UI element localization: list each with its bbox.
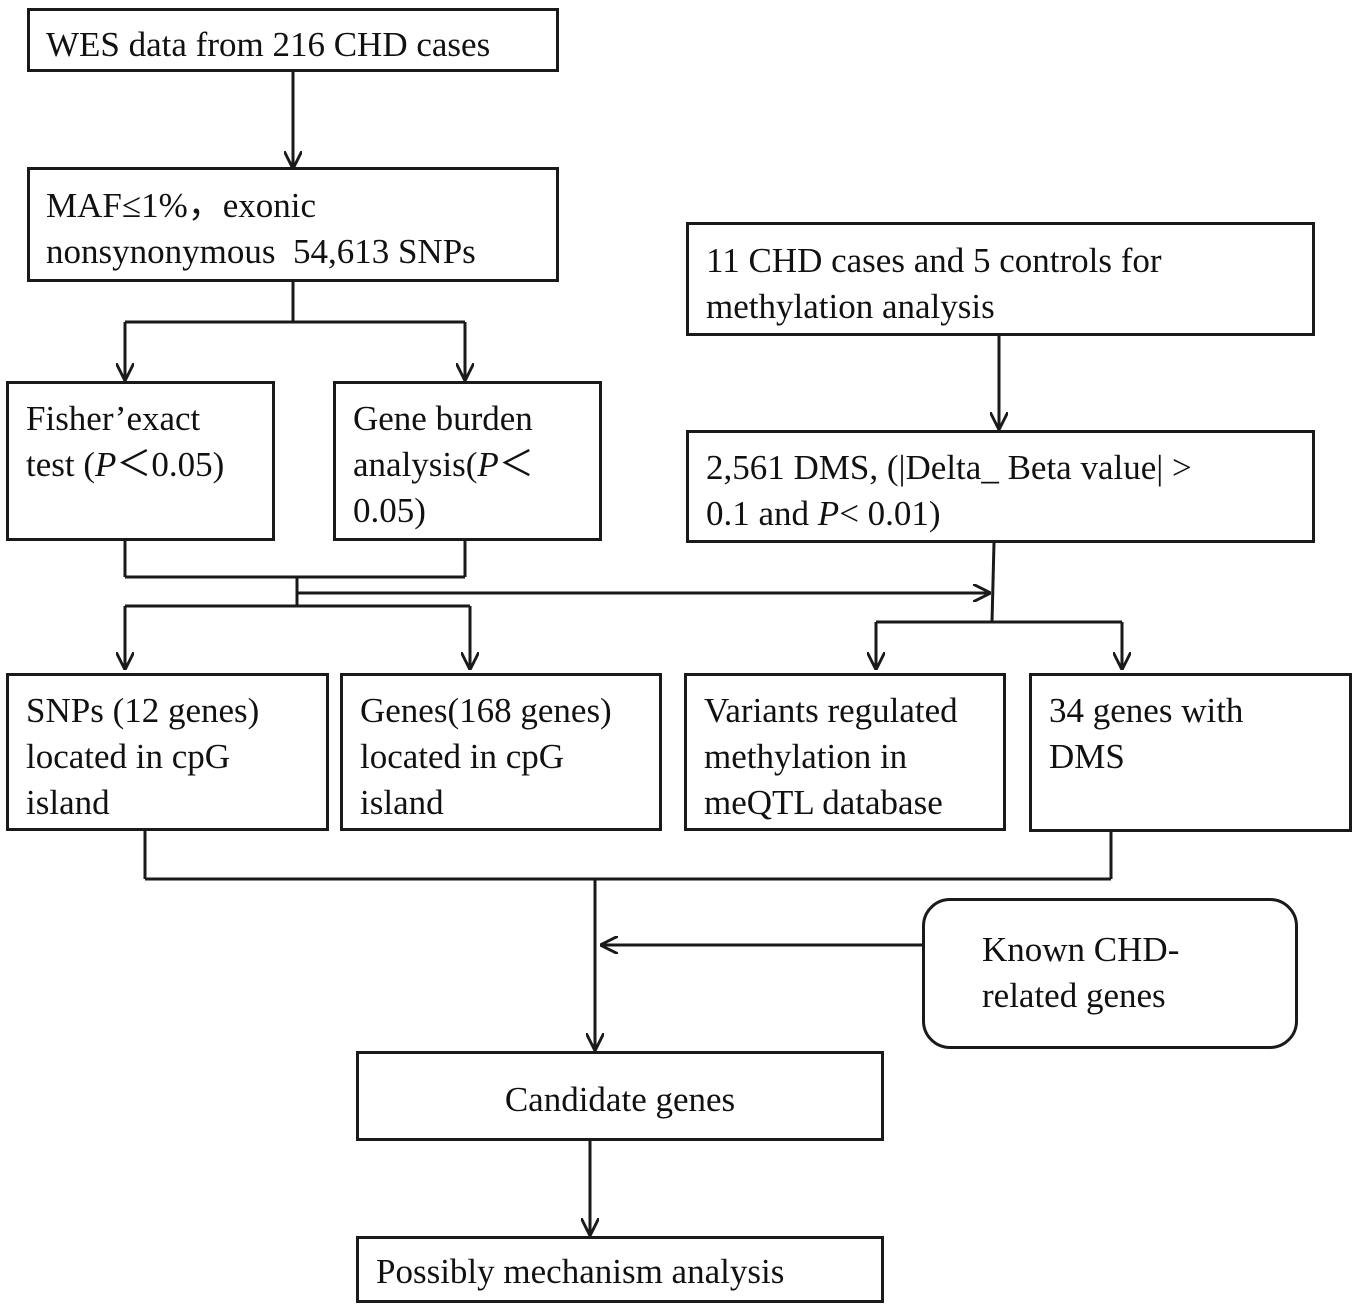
dms-box: 2,561 DMS, (|Delta_ Beta value| > 0.1 an… xyxy=(686,430,1315,543)
mechanism-analysis-box: Possibly mechanism analysis xyxy=(356,1236,884,1303)
known-chd-genes-line1: Known CHD- xyxy=(982,930,1180,969)
gene-burden-line2: analysis(P＜ xyxy=(353,445,534,484)
wes-data-text: WES data from 216 CHD cases xyxy=(46,25,491,64)
line-dms-down xyxy=(990,542,996,623)
known-chd-genes-line2: related genes xyxy=(982,976,1166,1015)
methylation-samples-line1: 11 CHD cases and 5 controls for xyxy=(706,241,1162,280)
snps-cpg-line3: island xyxy=(26,783,110,822)
candidate-genes-box: Candidate genes xyxy=(356,1051,884,1141)
candidate-genes-text: Candidate genes xyxy=(504,1080,736,1119)
variants-meqtl-box: Variants regulated methylation in meQTL … xyxy=(684,673,1006,831)
known-chd-genes-box: Known CHD- related genes xyxy=(922,898,1298,1049)
methylation-samples-line2: methylation analysis xyxy=(706,287,995,326)
maf-filter-text-line2: nonsynonymous 54,613 SNPs xyxy=(46,232,476,271)
maf-filter-box: MAF≤1%，exonic nonsynonymous 54,613 SNPs xyxy=(27,167,559,282)
genes-cpg-line1: Genes(168 genes) xyxy=(360,691,612,730)
fisher-test-line2: test (P＜0.05) xyxy=(26,445,225,484)
snps-cpg-line1: SNPs (12 genes) xyxy=(26,691,260,730)
gene-burden-line3: 0.05) xyxy=(353,491,426,530)
snps-cpg-line2: located in cpG xyxy=(26,737,231,776)
fisher-test-box: Fisher’exact test (P＜0.05) xyxy=(6,381,275,541)
genes-cpg-line2: located in cpG xyxy=(360,737,565,776)
variants-meqtl-line2: methylation in xyxy=(704,737,908,776)
fisher-test-line1: Fisher’exact xyxy=(26,399,201,438)
wes-data-box: WES data from 216 CHD cases xyxy=(27,8,559,72)
methylation-samples-box: 11 CHD cases and 5 controls for methylat… xyxy=(686,222,1315,336)
dms-line2: 0.1 and P< 0.01) xyxy=(706,494,941,533)
genes-cpg-line3: island xyxy=(360,783,444,822)
genes-with-dms-line1: 34 genes with xyxy=(1049,691,1244,730)
genes-cpg-box: Genes(168 genes) located in cpG island xyxy=(340,673,662,831)
genes-with-dms-box: 34 genes with DMS xyxy=(1029,673,1352,832)
maf-filter-text-line1: MAF≤1%，exonic xyxy=(46,186,317,225)
snps-cpg-box: SNPs (12 genes) located in cpG island xyxy=(6,673,329,831)
gene-burden-line1: Gene burden xyxy=(353,399,533,438)
gene-burden-box: Gene burden analysis(P＜ 0.05) xyxy=(333,381,602,541)
genes-with-dms-line2: DMS xyxy=(1049,737,1125,776)
variants-meqtl-line1: Variants regulated xyxy=(704,691,958,730)
dms-line1: 2,561 DMS, (|Delta_ Beta value| > xyxy=(706,448,1192,487)
variants-meqtl-line3: meQTL database xyxy=(704,783,943,822)
mechanism-analysis-text: Possibly mechanism analysis xyxy=(376,1252,785,1291)
